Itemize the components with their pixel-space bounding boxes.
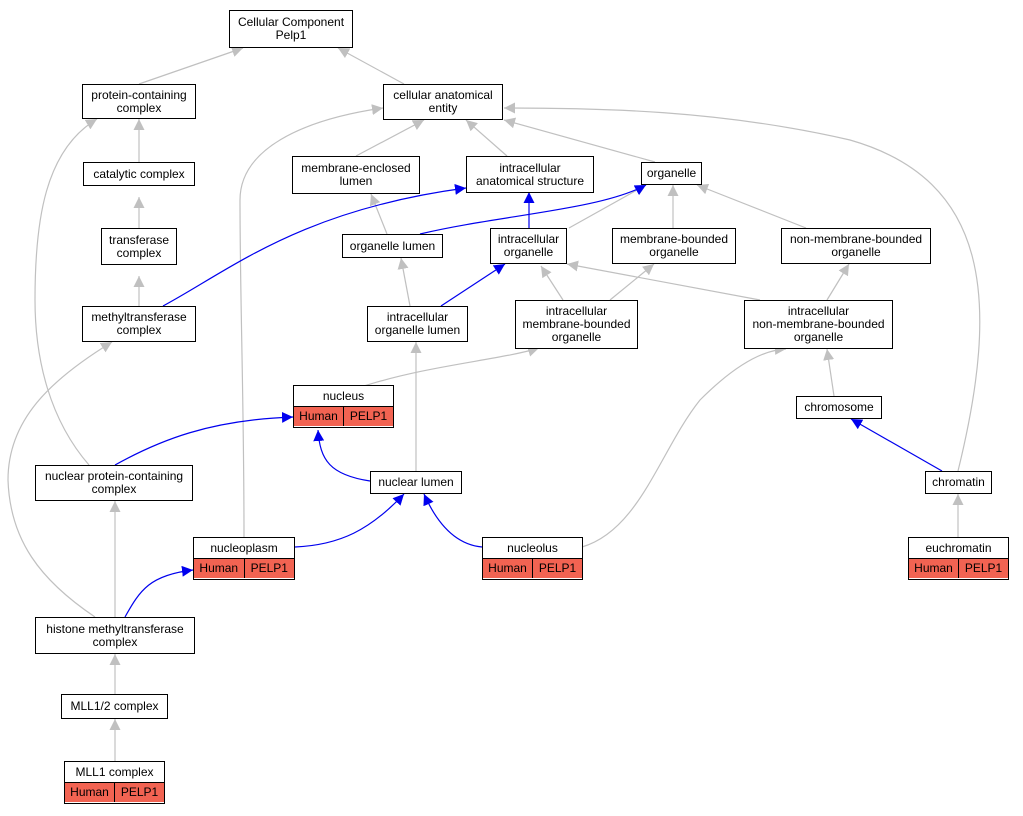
edge-nucleoplasm-cae bbox=[239, 104, 384, 538]
nucleus-title: nucleus bbox=[294, 386, 393, 407]
edge-hmc-nucleoplasm bbox=[124, 565, 194, 618]
gene-cell: PELP1 bbox=[243, 559, 295, 578]
edge-ias-cae bbox=[465, 119, 508, 157]
node-nucleus[interactable]: nucleus Human PELP1 bbox=[293, 385, 394, 428]
node-membrane-enclosed-lumen[interactable]: membrane-enclosed lumen bbox=[292, 156, 420, 194]
edge-nmbo-org bbox=[696, 183, 807, 229]
edge-npc-pcc bbox=[34, 118, 98, 466]
node-nuclear-protein-containing-complex[interactable]: nuclear protein-containing complex bbox=[35, 465, 193, 501]
nucleolus-title: nucleolus bbox=[483, 538, 582, 559]
node-chromatin[interactable]: chromatin bbox=[925, 471, 992, 494]
node-nucleolus[interactable]: nucleolus Human PELP1 bbox=[482, 537, 583, 580]
nucleus-annotation: Human PELP1 bbox=[294, 407, 393, 426]
node-mll1-2-complex[interactable]: MLL1/2 complex bbox=[61, 694, 168, 719]
node-organelle[interactable]: organelle bbox=[641, 162, 702, 185]
node-protein-containing-complex[interactable]: protein-containing complex bbox=[82, 84, 196, 119]
node-intracellular-organelle[interactable]: intracellular organelle bbox=[490, 228, 567, 264]
node-cellular-component-pelp1[interactable]: Cellular Component Pelp1 bbox=[229, 10, 353, 48]
edge-nucleoplasm-nl bbox=[294, 493, 405, 548]
species-cell: Human bbox=[70, 785, 109, 799]
node-mll1-complex[interactable]: MLL1 complex Human PELP1 bbox=[64, 761, 165, 804]
nucleoplasm-title: nucleoplasm bbox=[194, 538, 294, 559]
node-euchromatin[interactable]: euchromatin Human PELP1 bbox=[908, 537, 1009, 580]
node-cellular-anatomical-entity[interactable]: cellular anatomical entity bbox=[383, 84, 503, 120]
edge-nucleolus-nl bbox=[423, 493, 483, 548]
node-intracellular-non-membrane-bounded-organelle[interactable]: intracellular non-membrane-bounded organ… bbox=[744, 300, 893, 349]
node-intracellular-anatomical-structure[interactable]: intracellular anatomical structure bbox=[466, 156, 594, 193]
edge-chr-inmbo bbox=[823, 348, 835, 397]
edge-npc-nucleus bbox=[114, 411, 294, 466]
node-intracellular-organelle-lumen[interactable]: intracellular organelle lumen bbox=[367, 306, 468, 342]
node-catalytic-complex[interactable]: catalytic complex bbox=[83, 162, 195, 186]
edge-ol-mel bbox=[369, 193, 388, 235]
node-methyltransferase-complex[interactable]: methyltransferase complex bbox=[82, 306, 196, 342]
edge-iol-io bbox=[440, 263, 506, 307]
edge-mel-cae bbox=[355, 119, 425, 157]
edge-chrom-cae bbox=[503, 102, 981, 472]
species-cell: Human bbox=[914, 561, 953, 575]
edge-cae-cc bbox=[337, 47, 405, 85]
gene-cell: PELP1 bbox=[114, 783, 164, 802]
node-nucleoplasm[interactable]: nucleoplasm Human PELP1 bbox=[193, 537, 295, 580]
node-nuclear-lumen[interactable]: nuclear lumen bbox=[370, 471, 462, 494]
edge-imbo-io bbox=[540, 265, 564, 301]
gene-cell: PELP1 bbox=[532, 559, 582, 578]
node-non-membrane-bounded-organelle[interactable]: non-membrane-bounded organelle bbox=[781, 228, 931, 264]
edge-org-cae bbox=[503, 117, 656, 163]
species-cell: Human bbox=[299, 409, 338, 423]
edge-iol-ol bbox=[397, 257, 411, 307]
edge-chrom-chr bbox=[850, 418, 943, 472]
edge-nucleolus-inmbo bbox=[581, 343, 787, 548]
node-transferase-complex[interactable]: transferase complex bbox=[101, 228, 177, 265]
nucleolus-annotation: Human PELP1 bbox=[483, 559, 582, 578]
species-cell: Human bbox=[488, 561, 527, 575]
node-organelle-lumen[interactable]: organelle lumen bbox=[342, 234, 443, 258]
node-chromosome[interactable]: chromosome bbox=[796, 396, 882, 419]
edge-ol-org bbox=[419, 184, 647, 235]
euchromatin-annotation: Human PELP1 bbox=[909, 559, 1008, 578]
edge-inmbo-io bbox=[566, 260, 761, 301]
edge-inmbo-nmbo bbox=[826, 263, 850, 301]
species-cell: Human bbox=[199, 561, 239, 575]
mll1-complex-title: MLL1 complex bbox=[65, 762, 164, 783]
node-histone-methyltransferase-complex[interactable]: histone methyltransferase complex bbox=[35, 617, 195, 654]
node-membrane-bounded-organelle[interactable]: membrane-bounded organelle bbox=[612, 228, 736, 264]
node-intracellular-membrane-bounded-organelle[interactable]: intracellular membrane-bounded organelle bbox=[515, 300, 638, 349]
edge-nl-nucleus bbox=[313, 429, 371, 482]
edge-nucleus-imbo bbox=[363, 345, 540, 387]
gene-cell: PELP1 bbox=[958, 559, 1008, 578]
edge-hmc-mtc bbox=[7, 341, 113, 618]
gene-cell: PELP1 bbox=[343, 407, 393, 426]
edge-mtc-ias bbox=[162, 183, 467, 307]
mll1-complex-annotation: Human PELP1 bbox=[65, 783, 164, 802]
edge-io-org bbox=[568, 184, 647, 229]
edge-pcc-cc bbox=[138, 46, 244, 85]
euchromatin-title: euchromatin bbox=[909, 538, 1008, 559]
nucleoplasm-annotation: Human PELP1 bbox=[194, 559, 294, 578]
edge-imbo-mbo bbox=[609, 263, 655, 301]
